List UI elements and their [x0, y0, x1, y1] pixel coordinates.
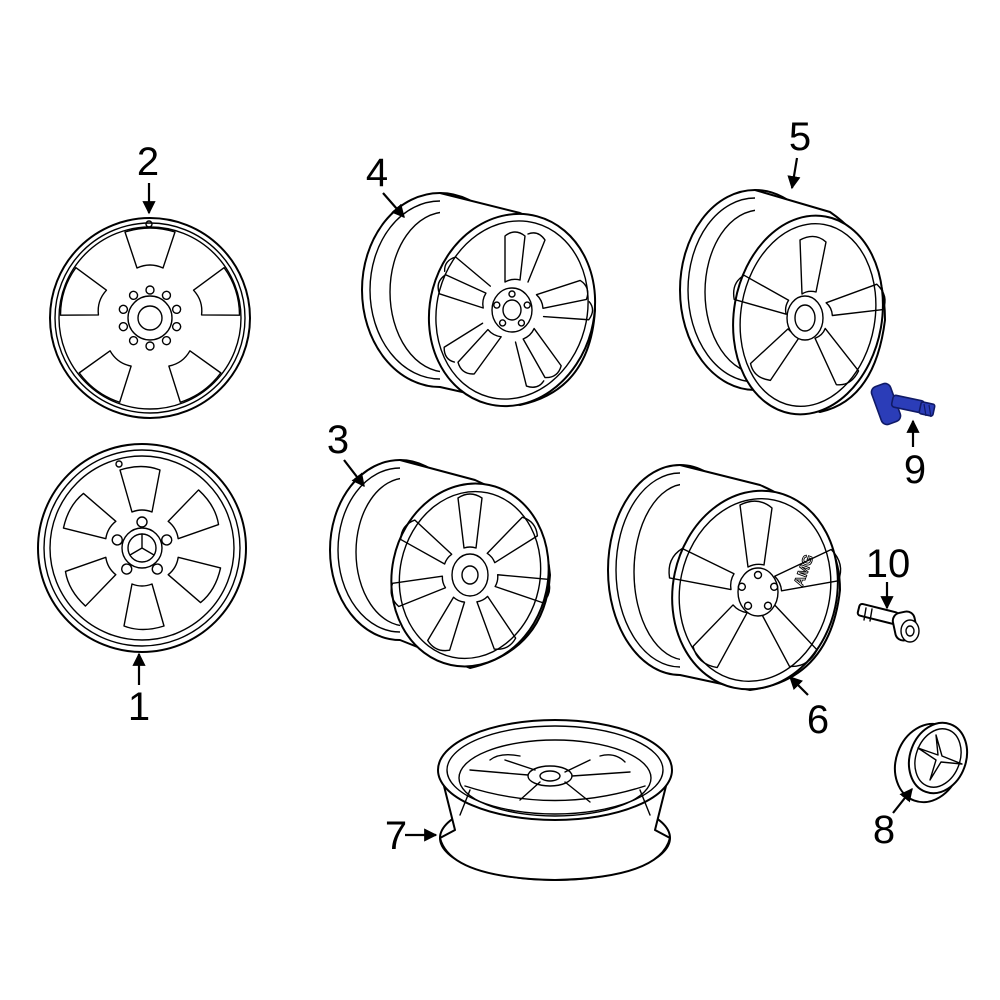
center-cap-8[interactable]: [884, 714, 976, 811]
wheel-2[interactable]: [49, 217, 251, 419]
callout-10: 10: [866, 542, 911, 586]
valve-stem-9[interactable]: [870, 382, 936, 426]
leader-6: [789, 676, 809, 696]
wheel-3[interactable]: [329, 459, 565, 681]
callout-1: 1: [128, 685, 150, 729]
callout-3: 3: [327, 418, 349, 462]
wheel-6[interactable]: AMG: [607, 464, 856, 705]
wheel-5[interactable]: [679, 189, 898, 426]
leader-8: [892, 787, 913, 814]
callout-7: 7: [385, 814, 407, 858]
wheel-1[interactable]: [37, 443, 247, 653]
leader-3: [343, 459, 365, 488]
callout-4: 4: [366, 151, 388, 195]
leader-5: [787, 157, 801, 190]
callout-9: 9: [904, 448, 926, 492]
wheel-4[interactable]: [361, 192, 616, 425]
leader-4: [382, 192, 405, 218]
callout-2: 2: [137, 140, 159, 184]
callout-5: 5: [789, 115, 811, 159]
valve-stem-10[interactable]: [856, 602, 920, 643]
callout-8: 8: [873, 808, 895, 852]
wheel-7[interactable]: [437, 719, 673, 881]
callout-6: 6: [807, 698, 829, 742]
